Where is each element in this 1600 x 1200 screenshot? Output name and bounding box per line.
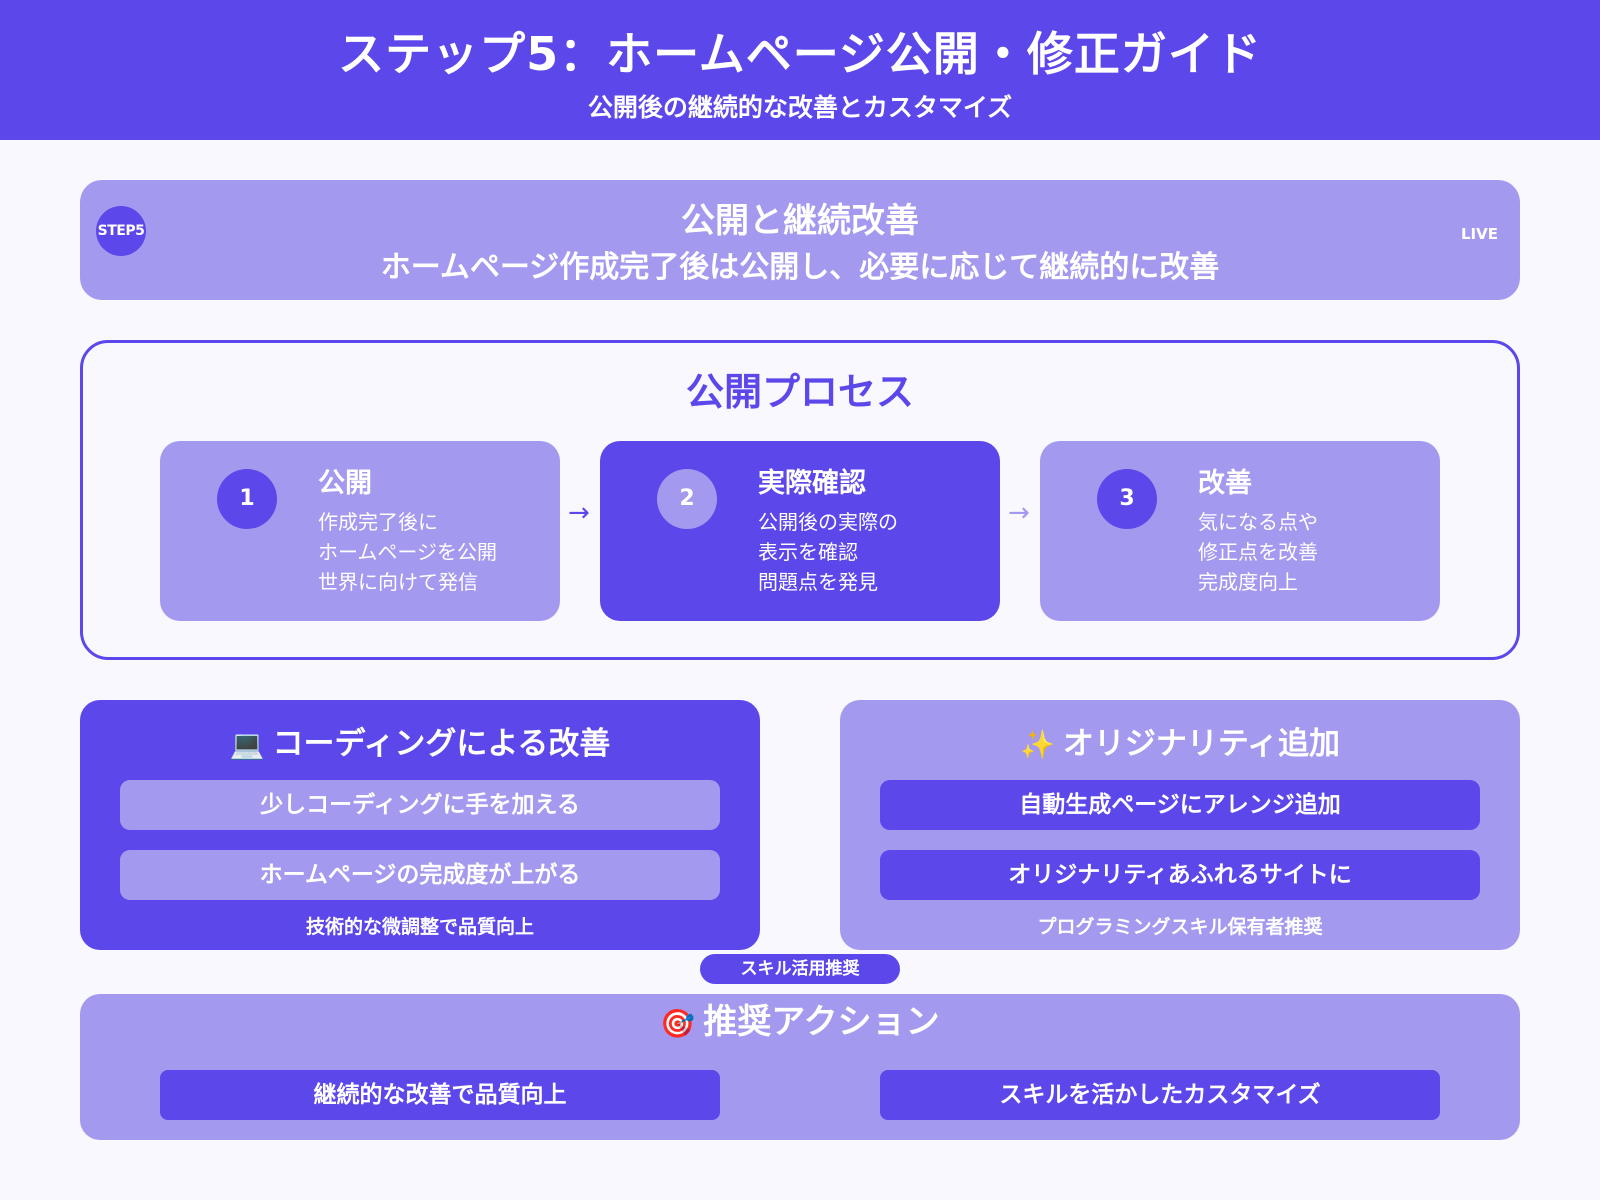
step-badge: STEP5 — [96, 206, 146, 256]
card-item: ホームページの完成度が上がる — [120, 850, 720, 900]
process-step-verify: 2 実際確認 公開後の実際の 表示を確認 問題点を発見 — [600, 441, 1000, 621]
step-line: 表示を確認 — [758, 540, 858, 564]
sparkles-icon: ✨ — [1019, 728, 1055, 761]
action-skill-customization: スキルを活かしたカスタマイズ — [880, 1070, 1440, 1120]
card-item: 少しコーディングに手を加える — [120, 780, 720, 830]
process-step-improve: 3 改善 気になる点や 修正点を改善 完成度向上 — [1040, 441, 1440, 621]
step-number-badge: 2 — [657, 469, 717, 529]
live-status-badge: LIVE — [1461, 225, 1498, 243]
banner-subtitle: ホームページ作成完了後は公開し、必要に応じて継続的に改善 — [380, 250, 1220, 285]
arrow-right-icon: → — [1008, 498, 1030, 528]
action-continuous-improvement: 継続的な改善で品質向上 — [160, 1070, 720, 1120]
step-line: 修正点を改善 — [1198, 540, 1318, 564]
step-title: 改善 — [1198, 468, 1252, 499]
laptop-icon: 💻 — [229, 728, 265, 761]
step-line: 作成完了後に — [318, 510, 438, 534]
step-line: ホームページを公開 — [318, 540, 497, 564]
step-line: 問題点を発見 — [758, 570, 878, 594]
step-title: 公開 — [318, 468, 372, 499]
recommended-actions-section: 🎯推奨アクション 継続的な改善で品質向上 スキルを活かしたカスタマイズ — [80, 994, 1520, 1140]
step-line: 世界に向けて発信 — [318, 570, 478, 594]
step-banner: STEP5 公開と継続改善 ホームページ作成完了後は公開し、必要に応じて継続的に… — [80, 180, 1520, 300]
step-line: 公開後の実際の — [758, 510, 898, 534]
originality-card: ✨オリジナリティ追加 自動生成ページにアレンジ追加 オリジナリティあふれるサイト… — [840, 700, 1520, 950]
target-icon: 🎯 — [660, 1007, 696, 1040]
process-step-publish: 1 公開 作成完了後に ホームページを公開 世界に向けて発信 — [160, 441, 560, 621]
card-title-text: オリジナリティ追加 — [1062, 726, 1340, 762]
step-number-badge: 3 — [1097, 469, 1157, 529]
actions-title-text: 推奨アクション — [703, 1002, 940, 1042]
process-title: 公開プロセス — [685, 370, 914, 414]
publish-process-section: 公開プロセス 1 公開 作成完了後に ホームページを公開 世界に向けて発信 → … — [80, 340, 1520, 660]
step-description: 公開後の実際の 表示を確認 問題点を発見 — [758, 507, 898, 597]
card-note: プログラミングスキル保有者推奨 — [1037, 916, 1323, 938]
step-line: 気になる点や — [1198, 510, 1318, 534]
card-note: 技術的な微調整で品質向上 — [305, 916, 534, 938]
actions-title: 🎯推奨アクション — [80, 994, 1520, 1043]
card-title-text: コーディングによる改善 — [272, 726, 611, 762]
step-title: 実際確認 — [758, 468, 866, 499]
card-title: 💻コーディングによる改善 — [80, 718, 760, 763]
step-line: 完成度向上 — [1198, 570, 1298, 594]
page-subtitle: 公開後の継続的な改善とカスタマイズ — [587, 93, 1013, 122]
card-item: 自動生成ページにアレンジ追加 — [880, 780, 1480, 830]
skill-usage-tag: スキル活用推奨 — [700, 954, 900, 984]
card-item: オリジナリティあふれるサイトに — [880, 850, 1480, 900]
step-number-badge: 1 — [217, 469, 277, 529]
coding-improvement-card: 💻コーディングによる改善 少しコーディングに手を加える ホームページの完成度が上… — [80, 700, 760, 950]
page-header: ステップ5：ホームページ公開・修正ガイド 公開後の継続的な改善とカスタマイズ — [0, 0, 1600, 140]
step-description: 作成完了後に ホームページを公開 世界に向けて発信 — [318, 507, 497, 597]
page-title: ステップ5：ホームページ公開・修正ガイド — [338, 27, 1262, 81]
step-description: 気になる点や 修正点を改善 完成度向上 — [1198, 507, 1318, 597]
card-title: ✨オリジナリティ追加 — [840, 718, 1520, 763]
banner-title: 公開と継続改善 — [681, 201, 919, 241]
arrow-right-icon: → — [568, 498, 590, 528]
